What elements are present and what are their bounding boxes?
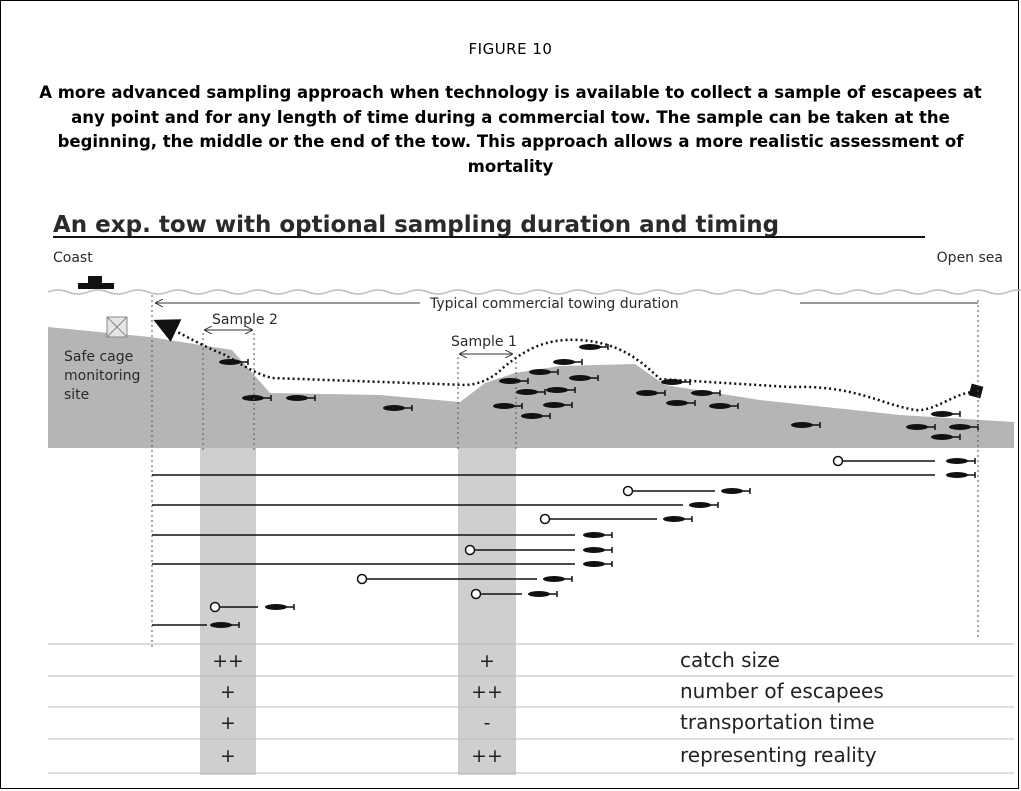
fish-icon <box>529 369 559 375</box>
open-sea-label: Open sea <box>937 250 1003 266</box>
trawl-icon <box>968 383 984 399</box>
fish-icon <box>661 379 691 385</box>
safe-cage-icon <box>106 316 128 338</box>
fish-track <box>832 455 976 467</box>
fish-icon <box>931 411 961 417</box>
table-row4-sample1: ++ <box>471 745 503 767</box>
table-row1-sample1: + <box>479 650 495 672</box>
boat-icon <box>78 276 114 289</box>
fish-icon <box>543 402 573 408</box>
fish-icon <box>931 434 961 440</box>
seabed <box>48 327 1014 448</box>
fish-icon <box>219 359 249 365</box>
figure-caption: A more advanced sampling approach when t… <box>39 83 982 176</box>
fish-track <box>152 472 976 478</box>
site-label-line3: site <box>64 387 89 403</box>
table-row2-sample1: ++ <box>471 681 503 703</box>
fish-track <box>622 485 751 497</box>
table-row2-sample2: + <box>220 681 236 703</box>
fish-icon <box>636 390 666 396</box>
fish-icon <box>383 405 413 411</box>
fish-school <box>219 344 979 440</box>
figure-label: FIGURE 10 <box>468 40 553 58</box>
table-row3-sample2: + <box>220 712 236 734</box>
fish-tracks <box>152 455 976 628</box>
sample2-label: Sample 2 <box>212 312 278 328</box>
diagram-title: An exp. tow with optional sampling durat… <box>53 212 779 238</box>
sea-surface <box>47 289 1021 295</box>
fish-track <box>209 601 295 613</box>
table-row1-sample2: ++ <box>212 650 244 672</box>
fish-icon <box>242 395 272 401</box>
table-row2-criterion: number of escapees <box>680 679 884 703</box>
fish-icon <box>286 395 316 401</box>
table-row3-criterion: transportation time <box>680 710 875 734</box>
fish-icon <box>709 403 739 409</box>
fish-track <box>152 561 613 567</box>
fish-track <box>539 513 693 525</box>
tow-path <box>153 319 976 412</box>
site-label-line2: monitoring <box>64 368 140 384</box>
coast-label: Coast <box>53 250 93 266</box>
fish-icon <box>906 424 936 430</box>
comparison-table: ++ + catch size + ++ number of escapees … <box>48 643 1014 774</box>
fish-track <box>356 573 573 585</box>
fish-track <box>152 532 613 538</box>
fish-icon <box>553 359 583 365</box>
fish-icon <box>521 413 551 419</box>
sample1-band <box>458 440 516 775</box>
table-row1-criterion: catch size <box>680 648 780 672</box>
fish-icon <box>691 390 721 396</box>
fish-icon <box>579 344 609 350</box>
sample1-label: Sample 1 <box>451 334 517 350</box>
table-row3-sample1: - <box>484 712 491 734</box>
fish-track <box>470 588 558 600</box>
fish-icon <box>791 422 821 428</box>
fish-icon <box>666 400 696 406</box>
fish-track <box>152 622 240 628</box>
site-label-line1: Safe cage <box>64 349 133 365</box>
fish-icon <box>516 389 546 395</box>
table-row4-criterion: representing reality <box>680 743 877 767</box>
fish-icon <box>493 403 523 409</box>
fish-icon <box>546 387 576 393</box>
fish-track <box>152 502 719 508</box>
table-row4-sample2: + <box>220 745 236 767</box>
fish-track <box>464 544 613 556</box>
towing-duration-label: Typical commercial towing duration <box>429 296 679 312</box>
fish-icon <box>569 375 599 381</box>
